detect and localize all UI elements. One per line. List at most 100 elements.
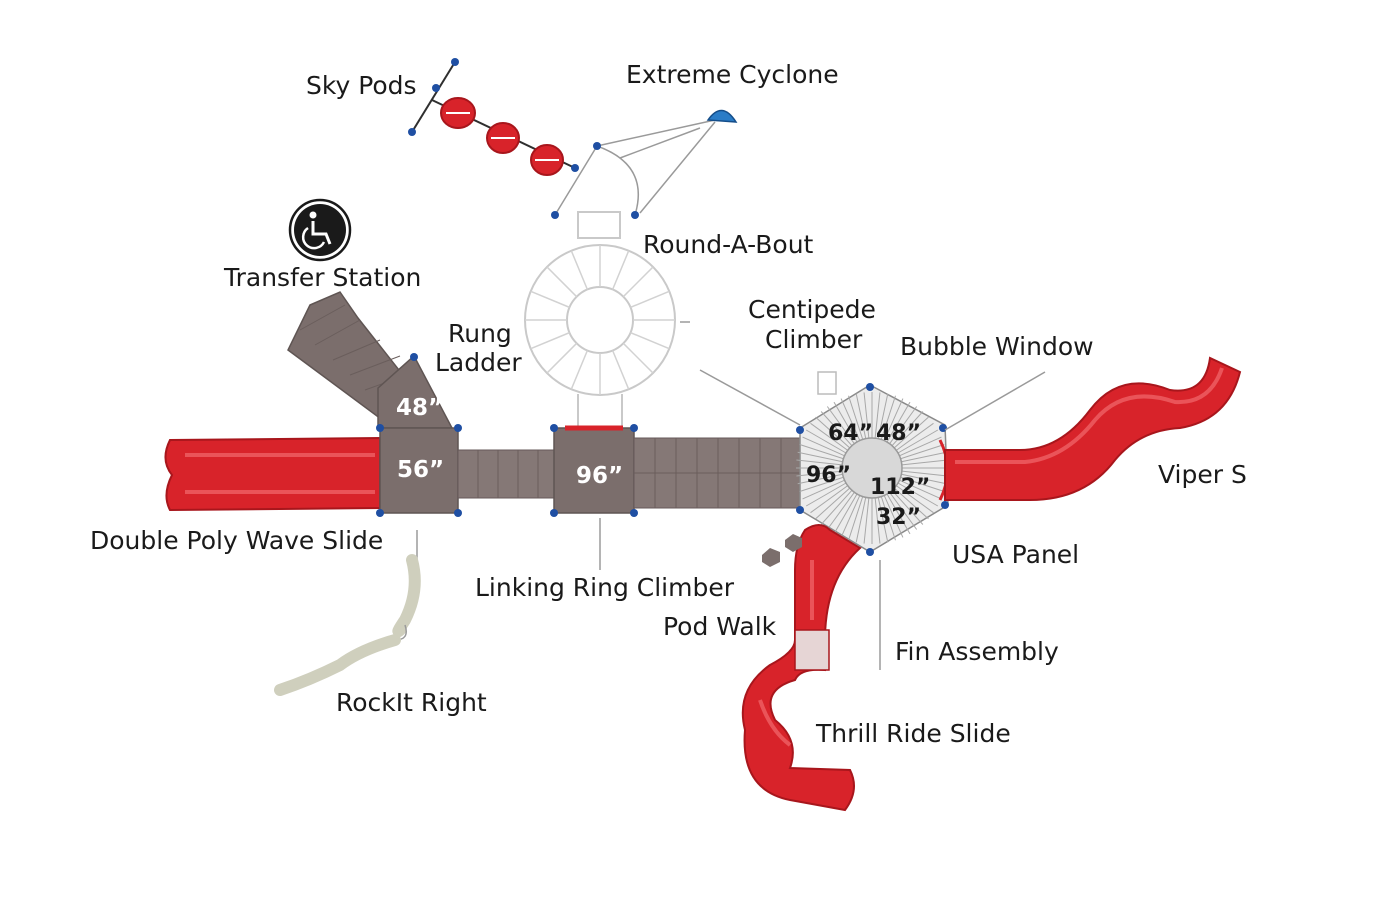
label-rung-ladder-2: Ladder: [435, 348, 522, 377]
tower-roof-rib: [820, 411, 853, 447]
dim-48-tower: 48”: [876, 421, 921, 446]
round-a-bout-spoke: [530, 331, 570, 350]
round-a-bout-spoke: [630, 331, 670, 350]
tower-roof-rib: [897, 482, 939, 507]
tower-roof-rib: [799, 476, 844, 492]
tower-roof-rib: [820, 489, 853, 525]
double-poly-wave-slide: [164, 436, 381, 512]
tower-roof-rib: [855, 497, 867, 543]
label-viper-s: Viper S: [1158, 460, 1247, 489]
tower-roof-rib: [883, 398, 904, 441]
label-rung-ladder-1: Rung: [448, 319, 512, 348]
round-a-bout-spoke: [611, 350, 630, 390]
tower-roof-rib: [883, 495, 904, 538]
rockit-right: [274, 530, 421, 696]
dim-112: 112”: [870, 475, 930, 500]
round-a-bout-spoke: [546, 266, 578, 298]
tower-roof-rib: [796, 470, 843, 477]
dim-32: 32”: [876, 505, 921, 530]
tower-roof-rib: [895, 422, 934, 451]
label-round-a-bout: Round-A-Bout: [643, 230, 814, 259]
label-rockit-right: RockIt Right: [336, 688, 487, 717]
tower-roof-rib: [893, 487, 929, 520]
tower-roof-rib: [901, 459, 948, 466]
tower-roof-rib: [826, 491, 855, 530]
tower-roof-rib: [880, 496, 896, 541]
round-a-bout-spoke: [570, 250, 589, 290]
tower-roof-rib: [897, 429, 939, 454]
thrill-ride-slide: [741, 524, 862, 812]
tower-roof-rib: [900, 444, 945, 460]
pod-walk: [762, 534, 802, 567]
tower-roof-rib: [810, 485, 849, 514]
round-a-bout-spoke: [611, 250, 630, 290]
tower-roof-rib: [877, 497, 889, 543]
viper-s-slide: [944, 356, 1242, 501]
tower: [796, 371, 949, 556]
tower-roof-rib: [815, 416, 851, 449]
round-a-bout-spoke: [530, 290, 570, 309]
round-a-bout-spoke: [630, 290, 670, 309]
tower-roof-rib: [805, 482, 847, 507]
tower-roof-rib: [895, 485, 934, 514]
tower-roof-rib: [797, 451, 843, 463]
tower-roof-rib: [901, 451, 947, 463]
tower-roof-rib: [899, 436, 942, 457]
tower-roof-rib: [805, 429, 847, 454]
wheelchair-icon: [288, 198, 352, 262]
tower-roof-rib: [886, 493, 911, 535]
tower-roof-rib: [874, 497, 881, 544]
label-fin-assembly: Fin Assembly: [895, 637, 1059, 666]
walkway-right: [633, 437, 803, 509]
dim-96-tower: 96”: [806, 463, 851, 488]
label-centipede-2: Climber: [765, 325, 863, 354]
tower-roof-rib: [891, 411, 924, 447]
dim-48-triangle: 48”: [396, 395, 443, 421]
tower-roof-rib: [797, 473, 843, 485]
label-transfer-station: Transfer Station: [223, 263, 421, 292]
tower-roof-rib: [893, 416, 929, 449]
tower-roof-rib: [796, 459, 843, 466]
tower-roof-rib: [900, 476, 945, 492]
tower-roof-rib: [833, 401, 858, 443]
label-extreme-cyclone: Extreme Cyclone: [626, 60, 839, 89]
sky-pods: [408, 58, 579, 176]
tower-roof-rib: [889, 406, 918, 445]
label-double-poly: Double Poly Wave Slide: [90, 526, 383, 555]
round-a-bout-spoke: [622, 266, 654, 298]
dim-96-center: 96”: [576, 463, 623, 489]
deck-96: [553, 425, 635, 514]
round-a-bout-spoke: [546, 342, 578, 374]
label-pod-walk: Pod Walk: [663, 612, 777, 641]
tower-roof-rib: [848, 496, 864, 541]
label-linking-ring: Linking Ring Climber: [475, 573, 735, 602]
tower-roof-rib: [802, 436, 845, 457]
tower-roof-rib: [810, 422, 849, 451]
tower-roof-rib: [901, 470, 948, 477]
round-a-bout-spoke: [622, 342, 654, 374]
tower-roof-rib: [889, 491, 918, 530]
extreme-cyclone: [551, 109, 738, 219]
round-a-bout: [524, 211, 690, 430]
tower-roof-rib: [802, 479, 845, 500]
round-a-bout-spoke: [570, 350, 589, 390]
tower-roof-rib: [899, 479, 942, 500]
tower-roof-rib: [840, 398, 861, 441]
tower-roof-rib: [874, 392, 881, 439]
label-thrill-ride: Thrill Ride Slide: [815, 719, 1011, 748]
label-bubble-window: Bubble Window: [900, 332, 1094, 361]
tower-roof-rib: [901, 473, 947, 485]
label-sky-pods: Sky Pods: [306, 71, 417, 100]
tower-roof-rib: [833, 493, 858, 535]
deck-56: [379, 427, 459, 514]
tower-roof-rib: [826, 406, 855, 445]
tower-roof-rib: [891, 489, 924, 525]
tower-roof-rib: [886, 401, 911, 443]
tower-roof-rib: [863, 497, 870, 544]
tower-roof-rib: [815, 487, 851, 520]
tower-roof-rib: [840, 495, 861, 538]
tower-roof-rib: [880, 395, 896, 440]
tower-roof-rib: [855, 393, 867, 439]
tower-roof-rib: [848, 395, 864, 440]
